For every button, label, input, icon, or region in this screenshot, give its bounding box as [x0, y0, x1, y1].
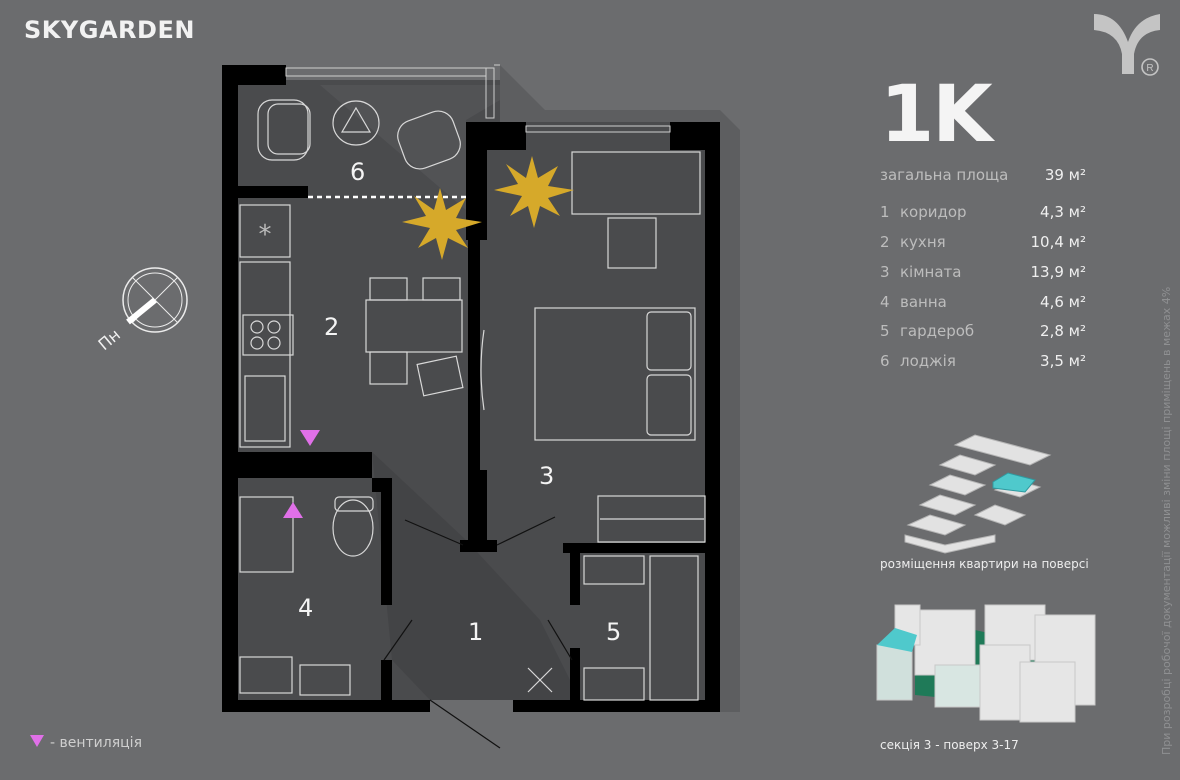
room-row: 4 ванна 4,6 м² [880, 293, 1086, 311]
section-model [876, 604, 1096, 723]
room-area: 3,5 м² [1040, 352, 1086, 370]
room-name: кімната [900, 263, 962, 281]
room-number-1: 1 [468, 618, 484, 646]
ventilation-marker [283, 502, 303, 518]
y-logo-icon [1094, 14, 1160, 74]
room-num: 5 [880, 322, 890, 340]
room-num: 3 [880, 263, 890, 281]
room-row: 1 коридор 4,3 м² [880, 203, 1086, 221]
room-num: 4 [880, 293, 890, 311]
ventilation-label: - вентиляція [50, 735, 142, 751]
furniture: * [239, 99, 706, 701]
apartment-type: 1K [880, 70, 993, 160]
total-area-row: загальна площа 39 м² [880, 166, 1086, 184]
room-row: 5 гардероб 2,8 м² [880, 322, 1086, 340]
total-area-value: 39 м² [1044, 166, 1086, 184]
ventilation-marker [300, 430, 320, 446]
floor-placement-caption: розміщення квартири на поверсі [880, 557, 1089, 571]
ventilation-icon [30, 735, 44, 747]
walls [222, 65, 720, 712]
room-name: лоджія [900, 352, 956, 370]
room-area: 13,9 м² [1030, 263, 1087, 281]
disclaimer-note: При розробці робочої документації можлив… [1160, 286, 1173, 755]
room-number-6: 6 [350, 158, 366, 186]
room-area: 4,3 м² [1040, 203, 1086, 221]
apartment-highlight [877, 628, 917, 652]
compass-icon [122, 267, 188, 333]
room-num: 2 [880, 233, 890, 251]
room-name: гардероб [900, 322, 975, 340]
room-name: ванна [900, 293, 947, 311]
room-area: 4,6 м² [1040, 293, 1086, 311]
svg-text:*: * [259, 220, 272, 250]
svg-text:R: R [1146, 63, 1153, 74]
room-number-5: 5 [606, 618, 622, 646]
room-area: 10,4 м² [1030, 233, 1087, 251]
room-name: кухня [900, 233, 946, 251]
apartment-highlight [992, 472, 1036, 493]
room-area: 2,8 м² [1040, 322, 1086, 340]
room-row: 6 лоджія 3,5 м² [880, 352, 1086, 370]
room-number-3: 3 [539, 462, 555, 490]
floor-placement-map [904, 434, 1052, 554]
total-area-label: загальна площа [880, 166, 1009, 184]
brand-title: SKYGARDEN [24, 16, 195, 44]
room-row: 2 кухня 10,4 м² [880, 233, 1086, 251]
room-row: 3 кімната 13,9 м² [880, 263, 1086, 281]
registered-icon [1141, 58, 1159, 76]
section-caption: секція 3 - поверх 3-17 [880, 738, 1019, 752]
logo: R [1094, 14, 1160, 76]
room-number-2: 2 [324, 313, 340, 341]
ventilation-legend: - вентиляція [30, 735, 142, 751]
room-num: 6 [880, 352, 890, 370]
room-num: 1 [880, 203, 890, 221]
room-name: коридор [900, 203, 967, 221]
palm-icon [402, 156, 574, 260]
room-number-4: 4 [298, 594, 314, 622]
